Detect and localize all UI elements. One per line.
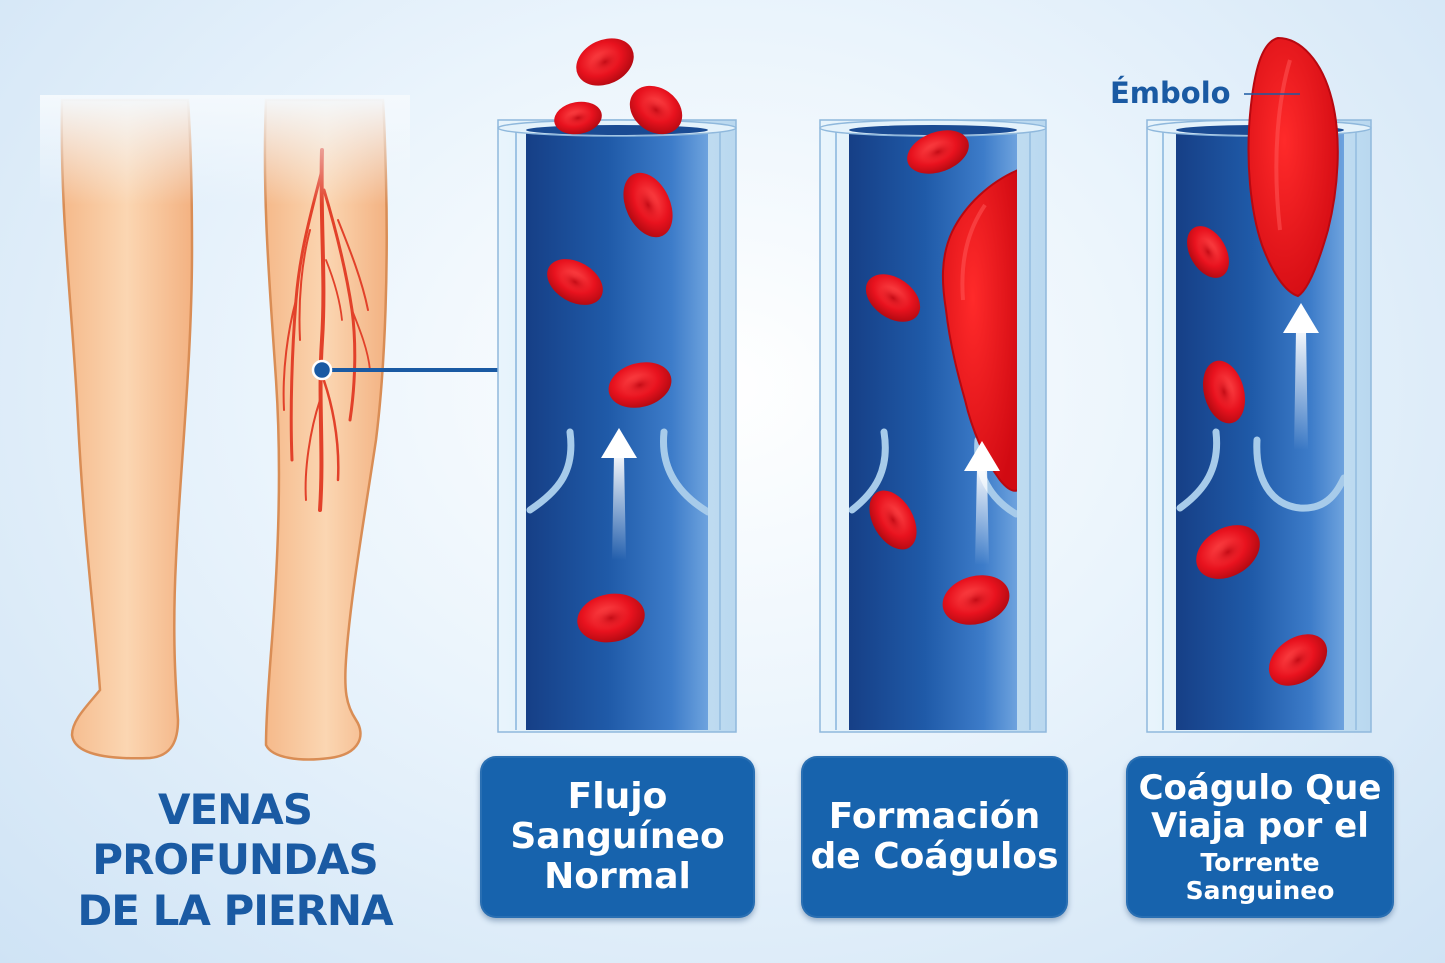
- vein-panel-embolus: [1147, 38, 1371, 732]
- caption-line: Flujo: [568, 777, 668, 817]
- legs-title-line1: VENAS PROFUNDAS: [30, 785, 440, 886]
- caption-normal-flow: Flujo Sanguíneo Normal: [480, 756, 755, 918]
- vein-panel-normal: [498, 29, 736, 732]
- legs-title-line2: DE LA PIERNA: [30, 886, 440, 936]
- caption-line: de Coágulos: [810, 837, 1058, 877]
- caption-line: Coágulo Que: [1139, 769, 1382, 807]
- embolus-label: Émbolo: [1110, 76, 1231, 110]
- caption-traveling-clot: Coágulo Que Viaja por el Torrente Sangui…: [1126, 756, 1394, 918]
- caption-line: Normal: [544, 857, 691, 897]
- caption-line: Viaja por el: [1151, 807, 1369, 845]
- legs-title: VENAS PROFUNDAS DE LA PIERNA: [30, 785, 440, 936]
- caption-line: Sanguíneo: [510, 817, 724, 857]
- caption-clot-formation: Formación de Coágulos: [801, 756, 1068, 918]
- vein-panel-clot: [820, 120, 1046, 732]
- caption-line: Torrente Sanguineo: [1126, 849, 1394, 905]
- legs-top-fade: [40, 95, 410, 205]
- caption-line: Formación: [829, 797, 1040, 837]
